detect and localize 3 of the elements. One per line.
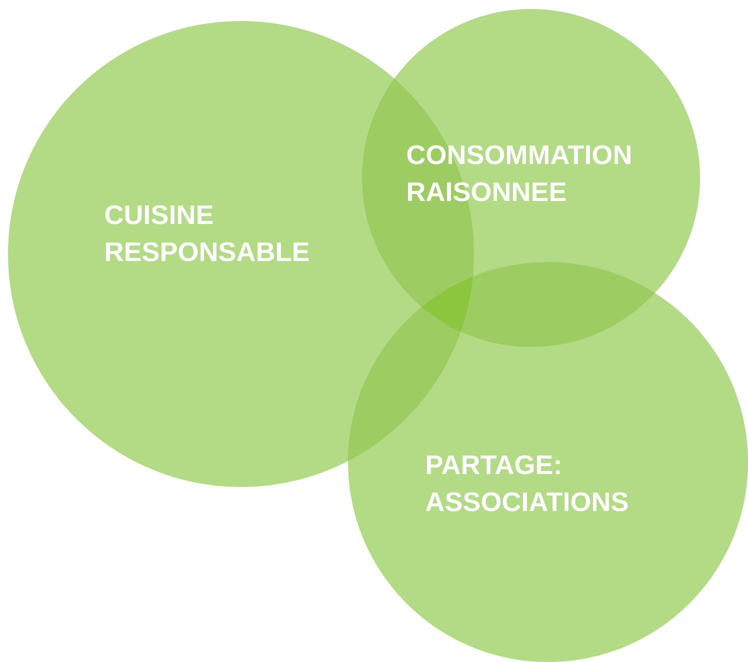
circle-label: PARTAGE: ASSOCIATIONS (426, 455, 628, 512)
circle-label: CONSOMMATION RAISONNEE (407, 145, 630, 202)
circle-label: CUISINE RESPONSABLE (105, 205, 309, 262)
